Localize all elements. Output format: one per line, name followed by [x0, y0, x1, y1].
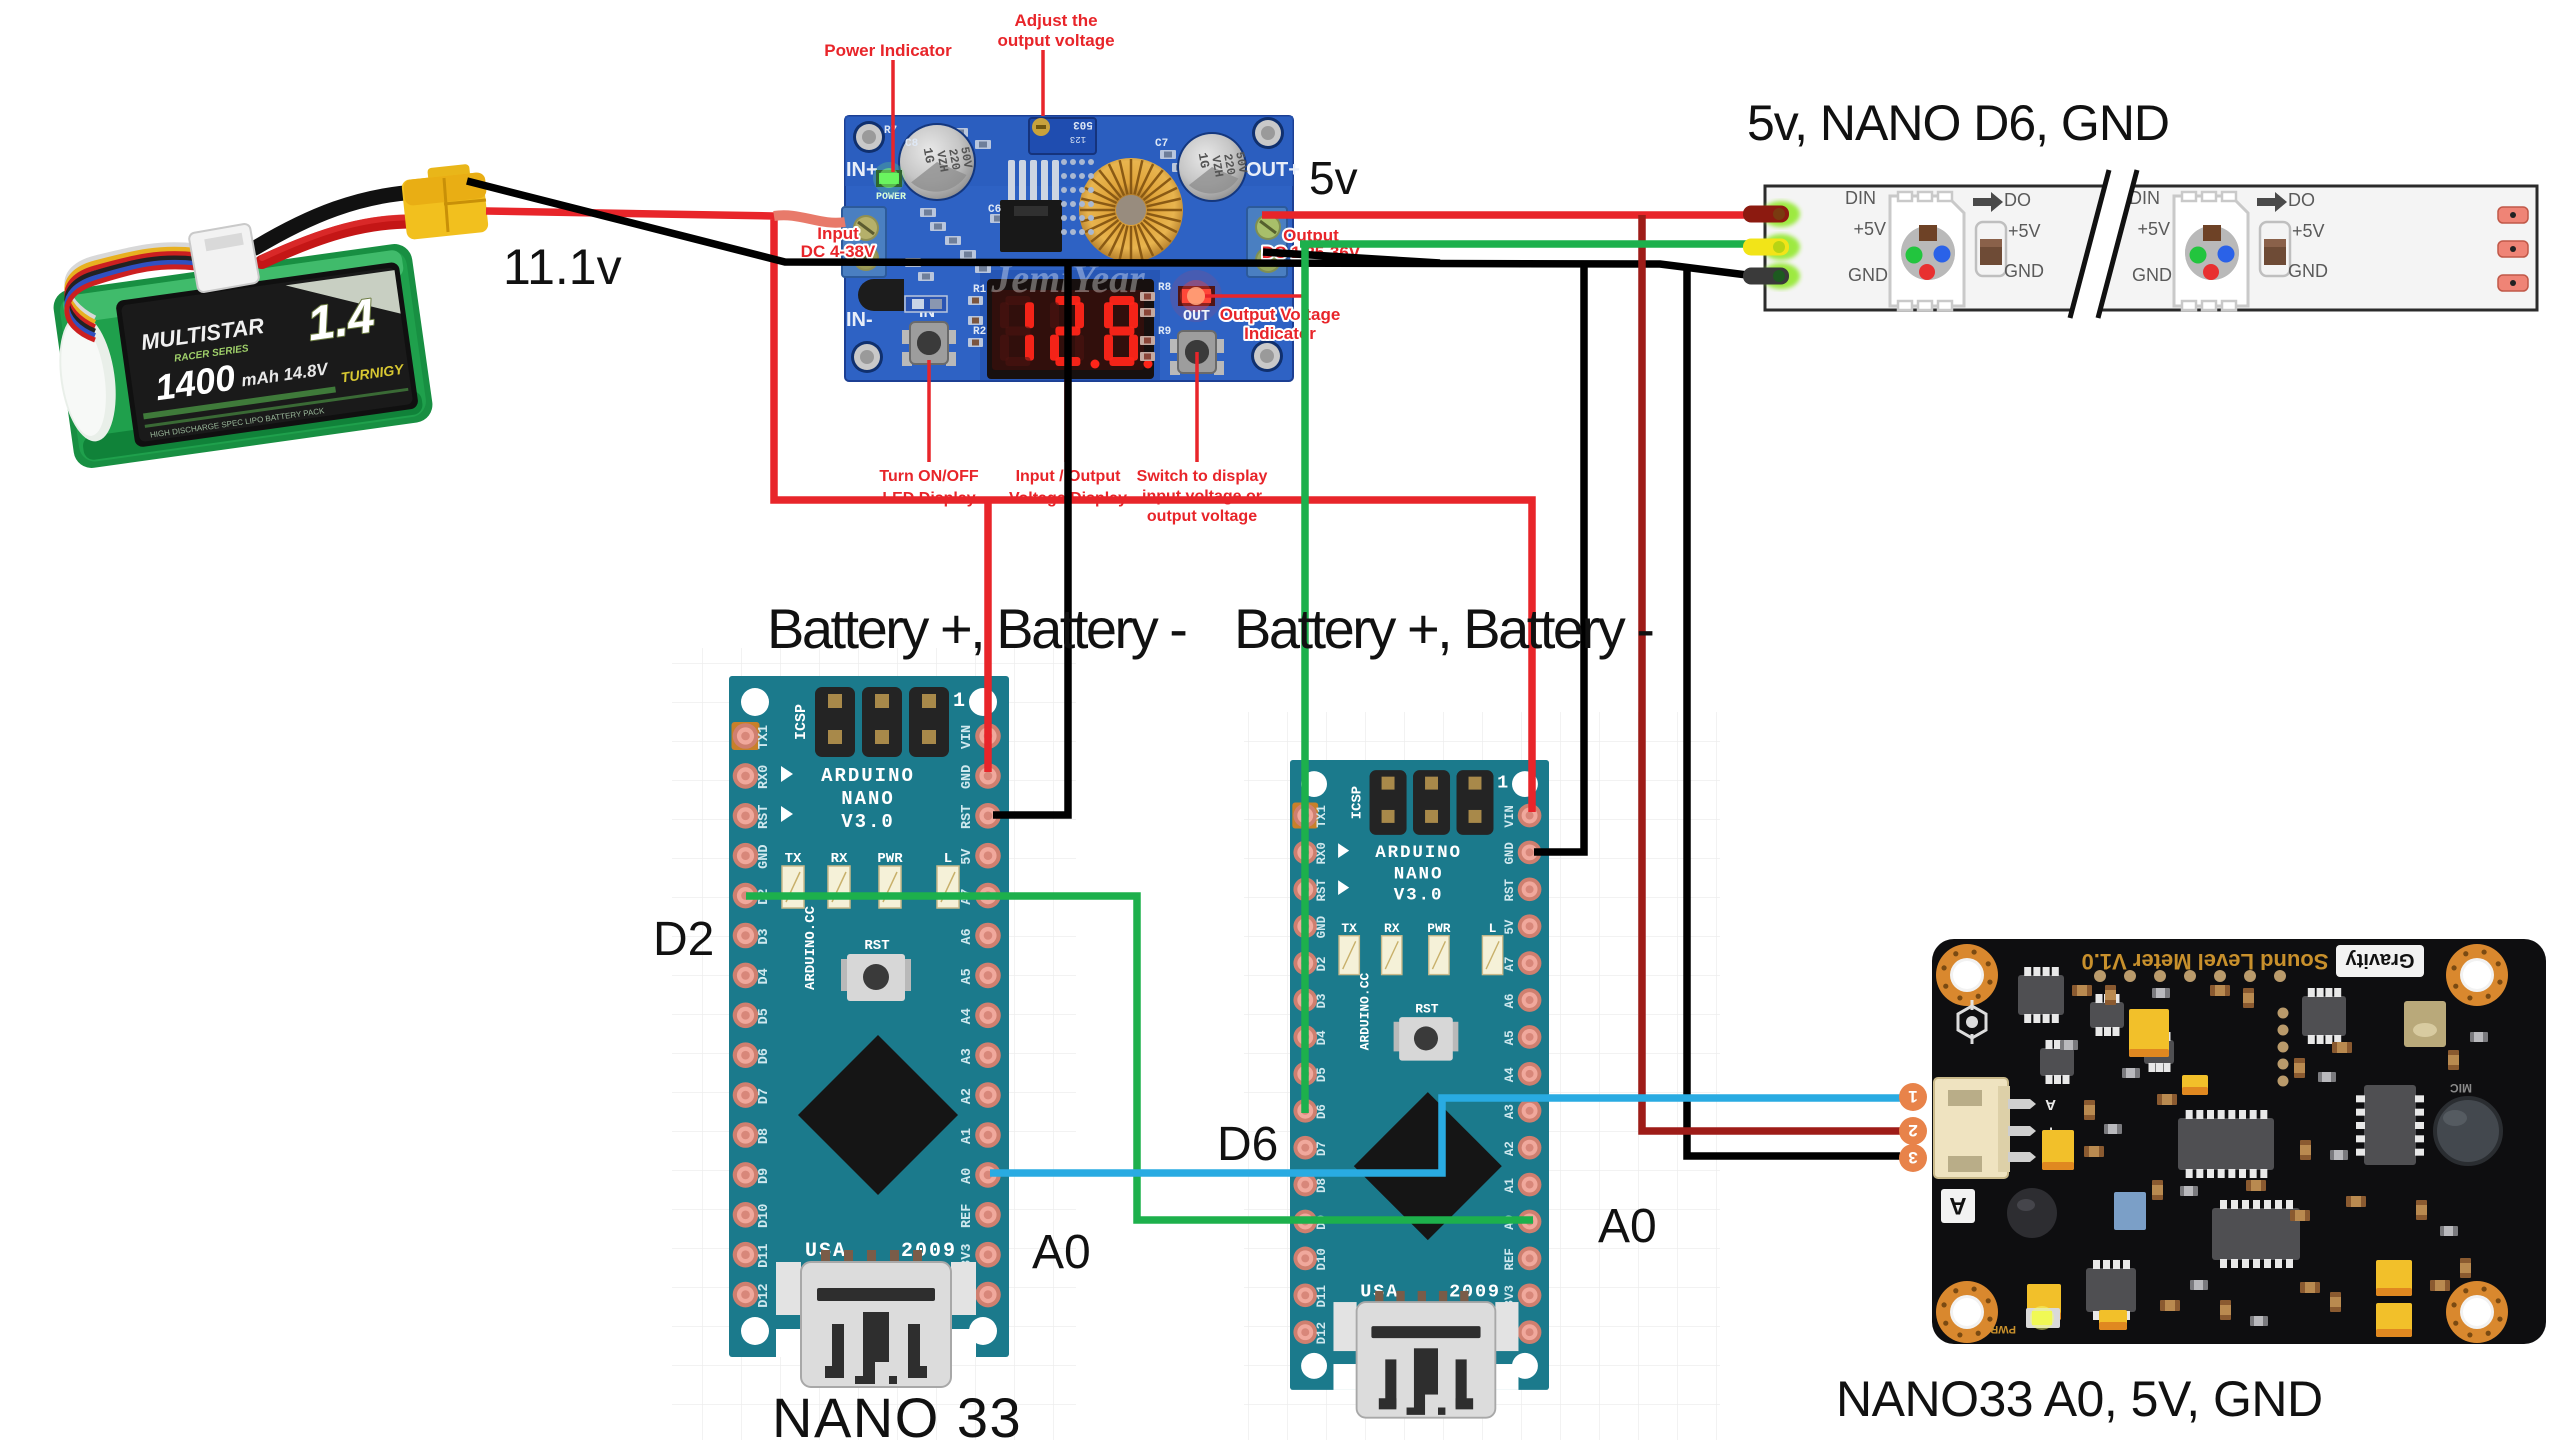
svg-text:1: 1 — [1908, 1087, 1917, 1106]
svg-text:D2: D2 — [653, 913, 714, 966]
svg-text:DIN: DIN — [2129, 188, 2160, 208]
svg-text:Turn ON/OFF: Turn ON/OFF — [879, 468, 978, 485]
svg-text:R7: R7 — [884, 125, 897, 137]
svg-text:A: A — [2045, 1096, 2056, 1113]
svg-text:GND: GND — [2132, 265, 2172, 285]
svg-text:GND: GND — [1848, 265, 1888, 285]
svg-text:Indicator: Indicator — [1244, 324, 1316, 343]
svg-text:A0: A0 — [1032, 1226, 1091, 1279]
svg-text:1G: 1G — [920, 146, 938, 164]
svg-text:IN+: IN+ — [846, 159, 878, 181]
svg-text:1G: 1G — [1195, 151, 1213, 169]
svg-text:GND: GND — [2288, 261, 2328, 281]
svg-text:R2: R2 — [973, 326, 986, 338]
svg-text:A: A — [1949, 1192, 1966, 1219]
svg-text:50V: 50V — [957, 146, 975, 170]
svg-text:Input: Input — [817, 224, 859, 243]
svg-text:220: 220 — [945, 148, 963, 172]
svg-text:VZH: VZH — [1208, 155, 1226, 179]
svg-text:Sound Level Meter V1.0: Sound Level Meter V1.0 — [2082, 949, 2329, 974]
svg-text:VZH: VZH — [933, 150, 951, 174]
svg-text:R9: R9 — [1158, 326, 1171, 338]
svg-text:DO: DO — [2288, 190, 2315, 210]
svg-text:Switch to display: Switch to display — [1137, 468, 1268, 485]
svg-text:MIC: MIC — [2450, 1081, 2472, 1095]
svg-text:Output Voltage: Output Voltage — [1220, 305, 1341, 324]
svg-text:NANO 33: NANO 33 — [772, 1386, 1022, 1440]
svg-text:OUT+: OUT+ — [1246, 159, 1300, 181]
svg-text:NANO33 A0, 5V, GND: NANO33 A0, 5V, GND — [1836, 1371, 2323, 1427]
svg-text:5v: 5v — [1309, 152, 1358, 204]
svg-text:Gravity: Gravity — [2345, 949, 2415, 971]
svg-text:D6: D6 — [1217, 1118, 1278, 1171]
svg-text:R1: R1 — [973, 284, 987, 296]
svg-text:Power Indicator: Power Indicator — [824, 41, 952, 60]
svg-text:DO: DO — [2004, 190, 2031, 210]
svg-text:Battery +, Battery -: Battery +, Battery - — [1234, 597, 1653, 660]
svg-text:C6: C6 — [988, 204, 1001, 216]
svg-text:11.1v: 11.1v — [503, 239, 622, 295]
svg-text:Battery +, Battery -: Battery +, Battery - — [767, 597, 1186, 660]
svg-text:+5V: +5V — [2008, 221, 2041, 241]
svg-text:OUT: OUT — [1183, 308, 1210, 325]
svg-text:POWER: POWER — [876, 192, 906, 203]
svg-text:Adjust the: Adjust the — [1014, 11, 1097, 30]
svg-text:+5V: +5V — [1853, 219, 1886, 239]
svg-text:50V: 50V — [1232, 151, 1250, 175]
svg-text:PWR: PWR — [1990, 1323, 2016, 1335]
svg-text:2: 2 — [1908, 1121, 1917, 1140]
svg-text:A0: A0 — [1598, 1200, 1657, 1253]
svg-text:+5V: +5V — [2137, 219, 2170, 239]
svg-text:C7: C7 — [1155, 138, 1168, 150]
svg-text:+5V: +5V — [2292, 221, 2325, 241]
svg-text:123: 123 — [1070, 134, 1086, 144]
svg-text:IN-: IN- — [846, 309, 873, 331]
svg-text:1.4: 1.4 — [304, 290, 377, 352]
svg-text:output voltage: output voltage — [1147, 508, 1257, 525]
svg-text:3: 3 — [1908, 1148, 1917, 1167]
svg-text:GND: GND — [2004, 261, 2044, 281]
svg-text:503: 503 — [1073, 118, 1093, 130]
svg-text:C8: C8 — [905, 138, 919, 150]
svg-text:5v, NANO D6, GND: 5v, NANO D6, GND — [1747, 95, 2169, 151]
svg-text:output voltage: output voltage — [997, 31, 1114, 50]
svg-text:DC 4-38V: DC 4-38V — [801, 242, 876, 261]
svg-text:R8: R8 — [1158, 282, 1172, 294]
svg-text:220: 220 — [1220, 153, 1238, 177]
svg-text:DIN: DIN — [1845, 188, 1876, 208]
